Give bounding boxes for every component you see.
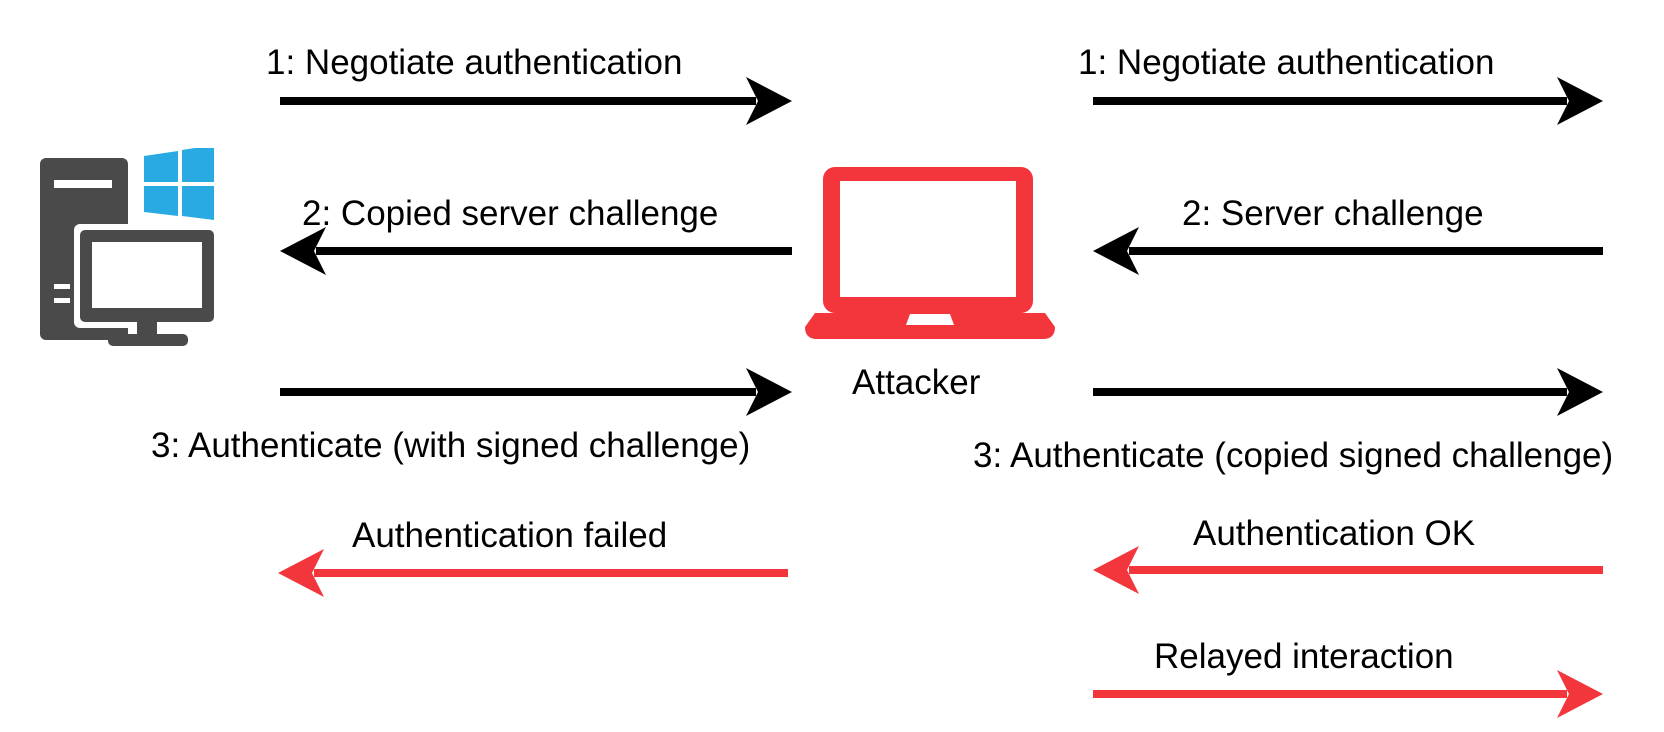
left-result-label: Authentication failed: [352, 516, 668, 555]
left-challenge-arrow: [280, 227, 792, 275]
right-result-arrow: [1093, 546, 1603, 594]
right-negotiate-label: 1: Negotiate authentication: [1078, 43, 1495, 82]
right-challenge-arrow: [1093, 227, 1603, 275]
left-result-arrow: [278, 549, 788, 597]
right-authenticate-arrow: [1093, 368, 1603, 416]
right-relay-label: Relayed interaction: [1154, 637, 1454, 676]
left-authenticate-arrow: [280, 368, 792, 416]
right-relay-arrow: [1093, 670, 1603, 718]
left-negotiate-label: 1: Negotiate authentication: [266, 43, 683, 82]
right-authenticate-label: 3: Authenticate (copied signed challenge…: [973, 436, 1614, 475]
left-authenticate-label: 3: Authenticate (with signed challenge): [151, 426, 751, 465]
right-negotiate-arrow: [1093, 77, 1603, 125]
right-result-label: Authentication OK: [1193, 514, 1476, 553]
right-challenge-label: 2: Server challenge: [1182, 194, 1484, 233]
windows-pc-icon: [40, 148, 220, 346]
left-negotiate-arrow: [280, 77, 792, 125]
left-challenge-label: 2: Copied server challenge: [302, 194, 719, 233]
attacker-label: Attacker: [852, 363, 981, 402]
laptop-icon: [805, 167, 1055, 339]
